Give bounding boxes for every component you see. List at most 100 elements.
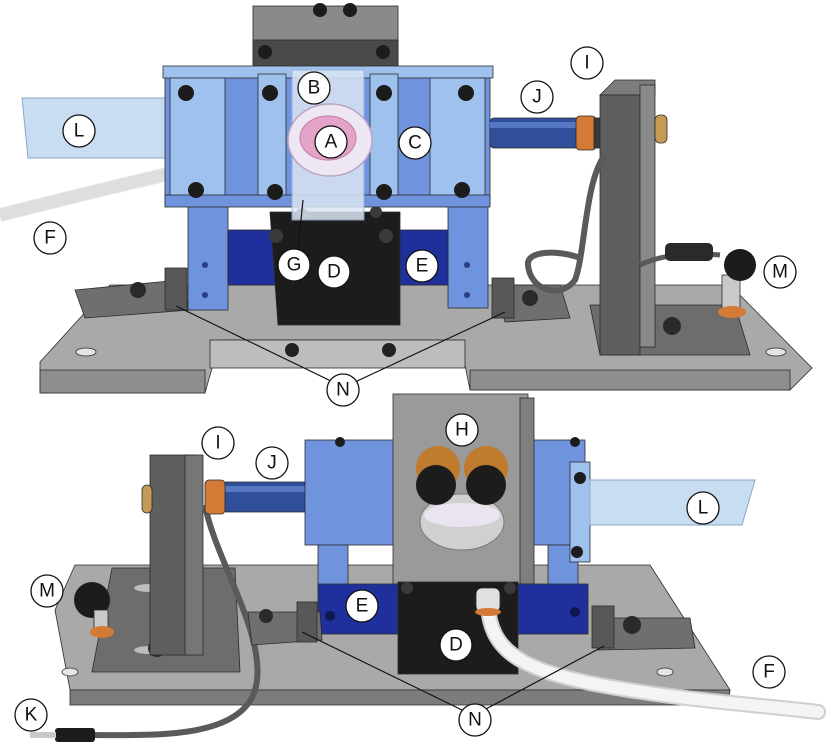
svg-text:M: M [39, 581, 55, 602]
fiber-cable-white [0, 164, 191, 221]
label-E-bottom: E [345, 589, 379, 623]
frame-leg-right [447, 199, 489, 309]
screw [382, 343, 396, 357]
screw [335, 437, 345, 447]
screw [571, 546, 583, 558]
screw [202, 292, 208, 298]
screw [188, 182, 204, 198]
label-C: C [398, 126, 432, 160]
gray-post-bottom-side [184, 454, 204, 656]
lens-opening-inner [424, 503, 500, 527]
top-base-plate-front [39, 369, 206, 394]
frame-inner-left [169, 77, 226, 201]
screw [522, 290, 538, 306]
screw [454, 182, 470, 198]
frame-leg-left [187, 199, 229, 311]
screw [401, 582, 413, 594]
fiber-cable-white [482, 599, 824, 718]
svg-text:G: G [287, 255, 302, 276]
label-N-bottom: N [458, 703, 492, 737]
cable-connector [665, 243, 713, 261]
svg-text:A: A [325, 132, 338, 153]
svg-text:D: D [449, 635, 463, 656]
svg-text:B: B [308, 78, 321, 99]
svg-text:J: J [532, 87, 542, 108]
screw [504, 582, 516, 594]
label-G: G [277, 248, 311, 282]
label-I-bottom: I [201, 426, 235, 460]
svg-text:N: N [468, 710, 482, 731]
screw [370, 206, 382, 218]
slot [75, 347, 97, 357]
svg-text:F: F [44, 228, 56, 249]
clamp-block-left-riser [296, 601, 318, 643]
transparent-strip [589, 479, 756, 526]
frame-leg-left-bottom [317, 544, 349, 591]
label-L-bottom: L [686, 491, 720, 525]
screw [464, 292, 470, 298]
label-E-top: E [405, 249, 439, 283]
screw [269, 229, 283, 243]
cable-connector-ring [475, 608, 501, 616]
bottom-assembly [30, 393, 826, 742]
screw [285, 343, 299, 357]
screw [574, 472, 586, 484]
screw [458, 85, 474, 101]
audio-jack-tip [30, 732, 56, 738]
svg-text:E: E [356, 596, 369, 617]
labels: A B C D E F G I J L M N H I J L M E D F … [14, 46, 797, 737]
label-M-top: M [763, 255, 797, 289]
knob-collar [90, 626, 114, 638]
leader-line [301, 631, 463, 711]
screw [202, 262, 208, 268]
screw [623, 616, 641, 634]
leader-line [354, 311, 506, 383]
label-L-top: L [62, 114, 96, 148]
svg-text:C: C [408, 133, 422, 154]
leader-line [483, 645, 605, 711]
svg-text:D: D [327, 262, 341, 283]
clamp-block-right-riser [591, 605, 615, 649]
screw [376, 85, 392, 101]
screw [343, 3, 357, 17]
label-H: H [445, 413, 479, 447]
audio-jack [55, 728, 95, 742]
svg-text:K: K [25, 705, 38, 726]
clamp-block-right-riser [491, 277, 515, 319]
label-I-top: I [570, 46, 604, 80]
label-J-top: J [520, 80, 554, 114]
screw [325, 611, 335, 621]
knob-head [74, 582, 110, 618]
svg-text:L: L [74, 121, 85, 142]
adjust-knob-right-cap [466, 465, 506, 505]
screw [178, 85, 194, 101]
fiber-cable-white-outline [0, 163, 187, 222]
knob-head [724, 249, 756, 281]
slot [765, 347, 787, 357]
label-J-bottom: J [255, 446, 289, 480]
label-M-bottom: M [30, 574, 64, 608]
label-B: B [297, 71, 331, 105]
top-mount-block-face [252, 39, 399, 71]
screw [376, 45, 390, 59]
collar [575, 115, 597, 151]
center-gray-block-side [519, 397, 535, 585]
sensor-cable-dark [89, 504, 261, 739]
screw [313, 3, 327, 17]
label-F-bottom: F [752, 655, 786, 689]
svg-text:I: I [584, 53, 589, 74]
top-base-plate-front-right [469, 369, 791, 391]
label-D-top: D [317, 255, 351, 289]
screw [376, 184, 392, 200]
top-base-notch [209, 339, 466, 369]
transparent-strip [21, 97, 186, 159]
label-D-bottom: D [439, 628, 473, 662]
label-K: K [14, 698, 48, 732]
rod-highlight [490, 122, 580, 128]
svg-text:N: N [336, 380, 350, 401]
screw [464, 262, 470, 268]
gray-post-front [599, 94, 641, 356]
post-knob [141, 484, 153, 514]
slot [61, 667, 79, 677]
